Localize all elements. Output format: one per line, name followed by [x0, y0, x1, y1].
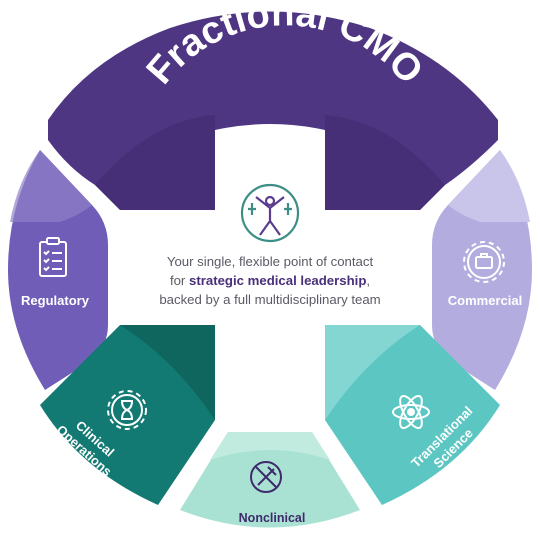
- gear-briefcase-icon: [463, 241, 505, 283]
- center-line-2: for strategic medical leadership,: [120, 271, 420, 290]
- clinical-operations-segment[interactable]: Clinical Operations: [40, 325, 215, 505]
- nonclinical-label: Nonclinical: [239, 511, 306, 525]
- nonclinical-segment[interactable]: Nonclinical: [180, 432, 360, 528]
- gear-hourglass-icon: [107, 390, 147, 430]
- commercial-label: Commercial: [448, 293, 522, 308]
- center-line-2-bold: strategic medical leadership: [189, 273, 367, 288]
- center-description: Your single, flexible point of contact f…: [120, 252, 420, 309]
- regulatory-segment[interactable]: Regulatory: [8, 150, 108, 390]
- center-line-2-prefix: for: [169, 273, 189, 288]
- regulatory-label: Regulatory: [21, 293, 90, 308]
- atom-icon: [392, 395, 430, 429]
- vitruvian-figure-icon: [240, 183, 300, 243]
- fractional-cmo-segment[interactable]: Fractional CMO: [48, 0, 498, 210]
- no-syringe-icon: [250, 461, 282, 493]
- center-line-1: Your single, flexible point of contact: [166, 254, 374, 269]
- clipboard-checklist-icon: [39, 237, 67, 277]
- center-line-2-suffix: ,: [366, 273, 371, 288]
- commercial-segment[interactable]: Commercial: [432, 150, 532, 390]
- center-line-3: backed by a full multidisciplinary team: [159, 292, 381, 307]
